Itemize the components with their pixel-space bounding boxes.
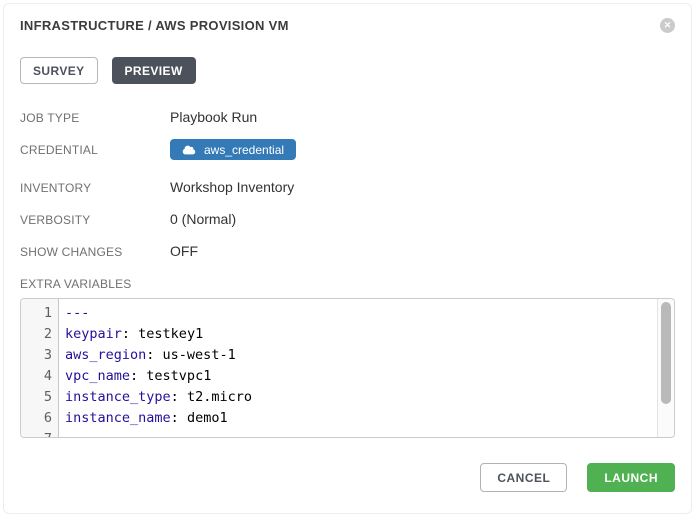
detail-label: JOB TYPE: [20, 111, 80, 125]
extra-variables-editor[interactable]: 1 --- 2 keypair: testkey1 3 aws_region: …: [20, 298, 675, 438]
tab-bar: SURVEY PREVIEW: [20, 57, 675, 84]
tab-survey[interactable]: SURVEY: [20, 57, 98, 84]
code-line: 5 instance_type: t2.micro: [21, 387, 657, 408]
detail-row-verbosity: VERBOSITY 0 (Normal): [20, 211, 675, 228]
editor-gutter: [21, 299, 59, 437]
line-number: 4: [43, 368, 52, 384]
detail-label: VERBOSITY: [20, 213, 91, 227]
code-line: 4 vpc_name: testvpc1: [21, 366, 657, 387]
line-number: 1: [43, 305, 52, 321]
code-line: 7: [21, 429, 657, 437]
detail-label: CREDENTIAL: [20, 143, 99, 157]
credential-badge: aws_credential: [170, 139, 297, 160]
detail-label: SHOW CHANGES: [20, 245, 123, 259]
detail-row-credential: CREDENTIAL aws_credential: [20, 139, 675, 160]
code-text: aws_region: us-west-1: [65, 347, 236, 363]
code-line: 6 instance_name: demo1: [21, 408, 657, 429]
page-title: INFRASTRUCTURE / AWS PROVISION VM: [20, 18, 289, 33]
code-text: instance_type: t2.micro: [65, 389, 252, 405]
line-number: 2: [43, 326, 52, 342]
launch-preview-modal: INFRASTRUCTURE / AWS PROVISION VM ✕ SURV…: [3, 3, 692, 514]
editor-scrollbar-track[interactable]: [657, 299, 674, 437]
detail-row-show-changes: SHOW CHANGES OFF: [20, 243, 675, 260]
job-details: JOB TYPE Playbook Run CREDENTIAL aws_cre…: [20, 110, 675, 291]
code-line: 2 keypair: testkey1: [21, 324, 657, 345]
editor-content: 1 --- 2 keypair: testkey1 3 aws_region: …: [21, 299, 657, 437]
code-text: keypair: testkey1: [65, 326, 204, 342]
code-text: ---: [65, 305, 90, 321]
detail-value: Workshop Inventory: [170, 179, 295, 195]
detail-row-job-type: JOB TYPE Playbook Run: [20, 109, 675, 126]
detail-value: Playbook Run: [170, 109, 258, 125]
code-text: vpc_name: testvpc1: [65, 368, 212, 384]
tab-preview[interactable]: PREVIEW: [111, 57, 196, 84]
launch-button[interactable]: LAUNCH: [587, 463, 675, 492]
line-number: 7: [21, 429, 59, 437]
modal-header: INFRASTRUCTURE / AWS PROVISION VM ✕: [20, 18, 675, 33]
detail-value: OFF: [170, 243, 198, 259]
code-text: [59, 429, 65, 437]
line-number: 3: [43, 347, 52, 363]
code-text: instance_name: demo1: [65, 410, 228, 426]
code-line: 1 ---: [21, 303, 657, 324]
code-line: 3 aws_region: us-west-1: [21, 345, 657, 366]
line-number: 5: [43, 389, 52, 405]
line-number: 6: [43, 410, 52, 426]
editor-scrollbar-thumb[interactable]: [661, 302, 671, 404]
extra-variables-label: EXTRA VARIABLES: [20, 277, 132, 291]
cloud-icon: [182, 145, 196, 155]
close-icon[interactable]: ✕: [660, 18, 675, 33]
cancel-button[interactable]: CANCEL: [480, 463, 568, 492]
credential-badge-label: aws_credential: [204, 142, 285, 157]
detail-value: 0 (Normal): [170, 211, 237, 227]
detail-row-extra-variables: EXTRA VARIABLES: [20, 276, 675, 291]
detail-label: INVENTORY: [20, 181, 92, 195]
modal-footer: CANCEL LAUNCH: [20, 463, 675, 492]
detail-row-inventory: INVENTORY Workshop Inventory: [20, 179, 675, 196]
